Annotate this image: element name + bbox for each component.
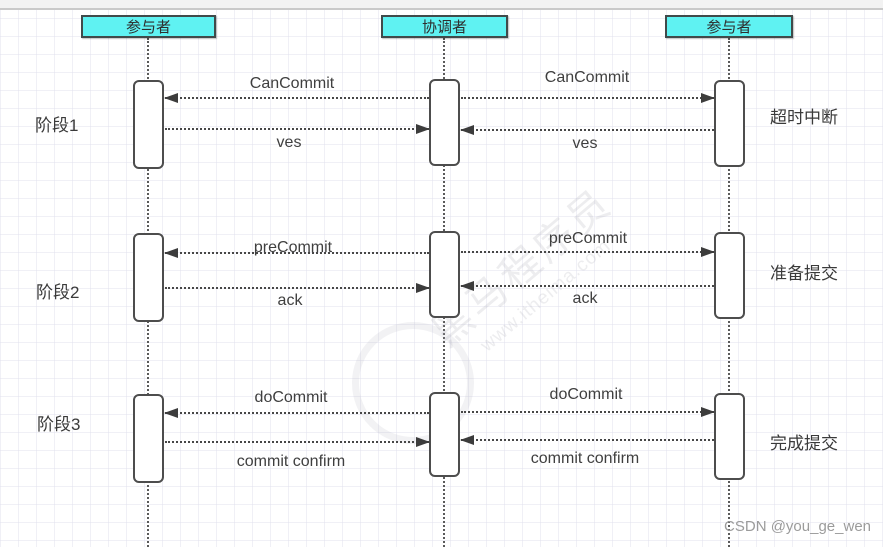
- message-arrow-left: [460, 281, 714, 291]
- activation-p3-left: [133, 394, 164, 483]
- activation-p2-coordinator: [429, 231, 460, 318]
- activation-p3-coordinator: [429, 392, 460, 477]
- page-top-border: [0, 0, 883, 10]
- phase-1-label: 阶段1: [35, 116, 79, 135]
- message-arrow-right: [165, 283, 430, 293]
- message-arrow-right: [461, 93, 715, 103]
- phase-3-label: 阶段3: [37, 415, 81, 434]
- phase-2-label: 阶段2: [36, 283, 80, 302]
- message-arrow-right: [461, 247, 715, 257]
- activation-p2-right: [714, 232, 745, 319]
- activation-p2-left: [133, 233, 164, 322]
- message-label: ves: [572, 135, 598, 152]
- message-label: ack: [277, 292, 303, 309]
- message-arrow-left: [460, 435, 714, 445]
- message-label: CanCommit: [249, 75, 335, 92]
- activation-p1-right: [714, 80, 745, 167]
- actor-participant-left: 参与者: [81, 15, 216, 38]
- actor-label: 参与者: [125, 19, 171, 36]
- message-label: commit confirm: [236, 453, 346, 470]
- activation-p1-coordinator: [429, 79, 460, 166]
- csdn-credit: CSDN @you_ge_wen: [724, 518, 871, 535]
- activation-p1-left: [133, 80, 164, 169]
- message-label: CanCommit: [544, 69, 630, 86]
- message-label: doCommit: [254, 389, 328, 406]
- message-label: doCommit: [549, 386, 623, 403]
- phase-2-note: 准备提交: [770, 264, 838, 283]
- actor-participant-right: 参与者: [665, 15, 793, 38]
- phase-3-note: 完成提交: [770, 434, 838, 453]
- actor-label: 协调者: [421, 19, 467, 36]
- message-arrow-right: [461, 407, 715, 417]
- message-arrow-right: [165, 124, 430, 134]
- message-arrow-right: [165, 437, 430, 447]
- message-label: preCommit: [548, 230, 628, 247]
- activation-p3-right: [714, 393, 745, 480]
- message-label: preCommit: [253, 239, 333, 256]
- message-arrow-left: [460, 125, 714, 135]
- message-arrow-left: [164, 408, 429, 418]
- message-label: ves: [276, 134, 302, 151]
- message-label: ack: [572, 290, 598, 307]
- message-arrow-left: [164, 248, 429, 258]
- watermark-logo-ring: [352, 322, 474, 444]
- phase-1-note: 超时中断: [770, 108, 838, 127]
- message-arrow-left: [164, 93, 429, 103]
- message-label: commit confirm: [530, 450, 640, 467]
- actor-coordinator: 协调者: [381, 15, 508, 38]
- actor-label: 参与者: [706, 19, 752, 36]
